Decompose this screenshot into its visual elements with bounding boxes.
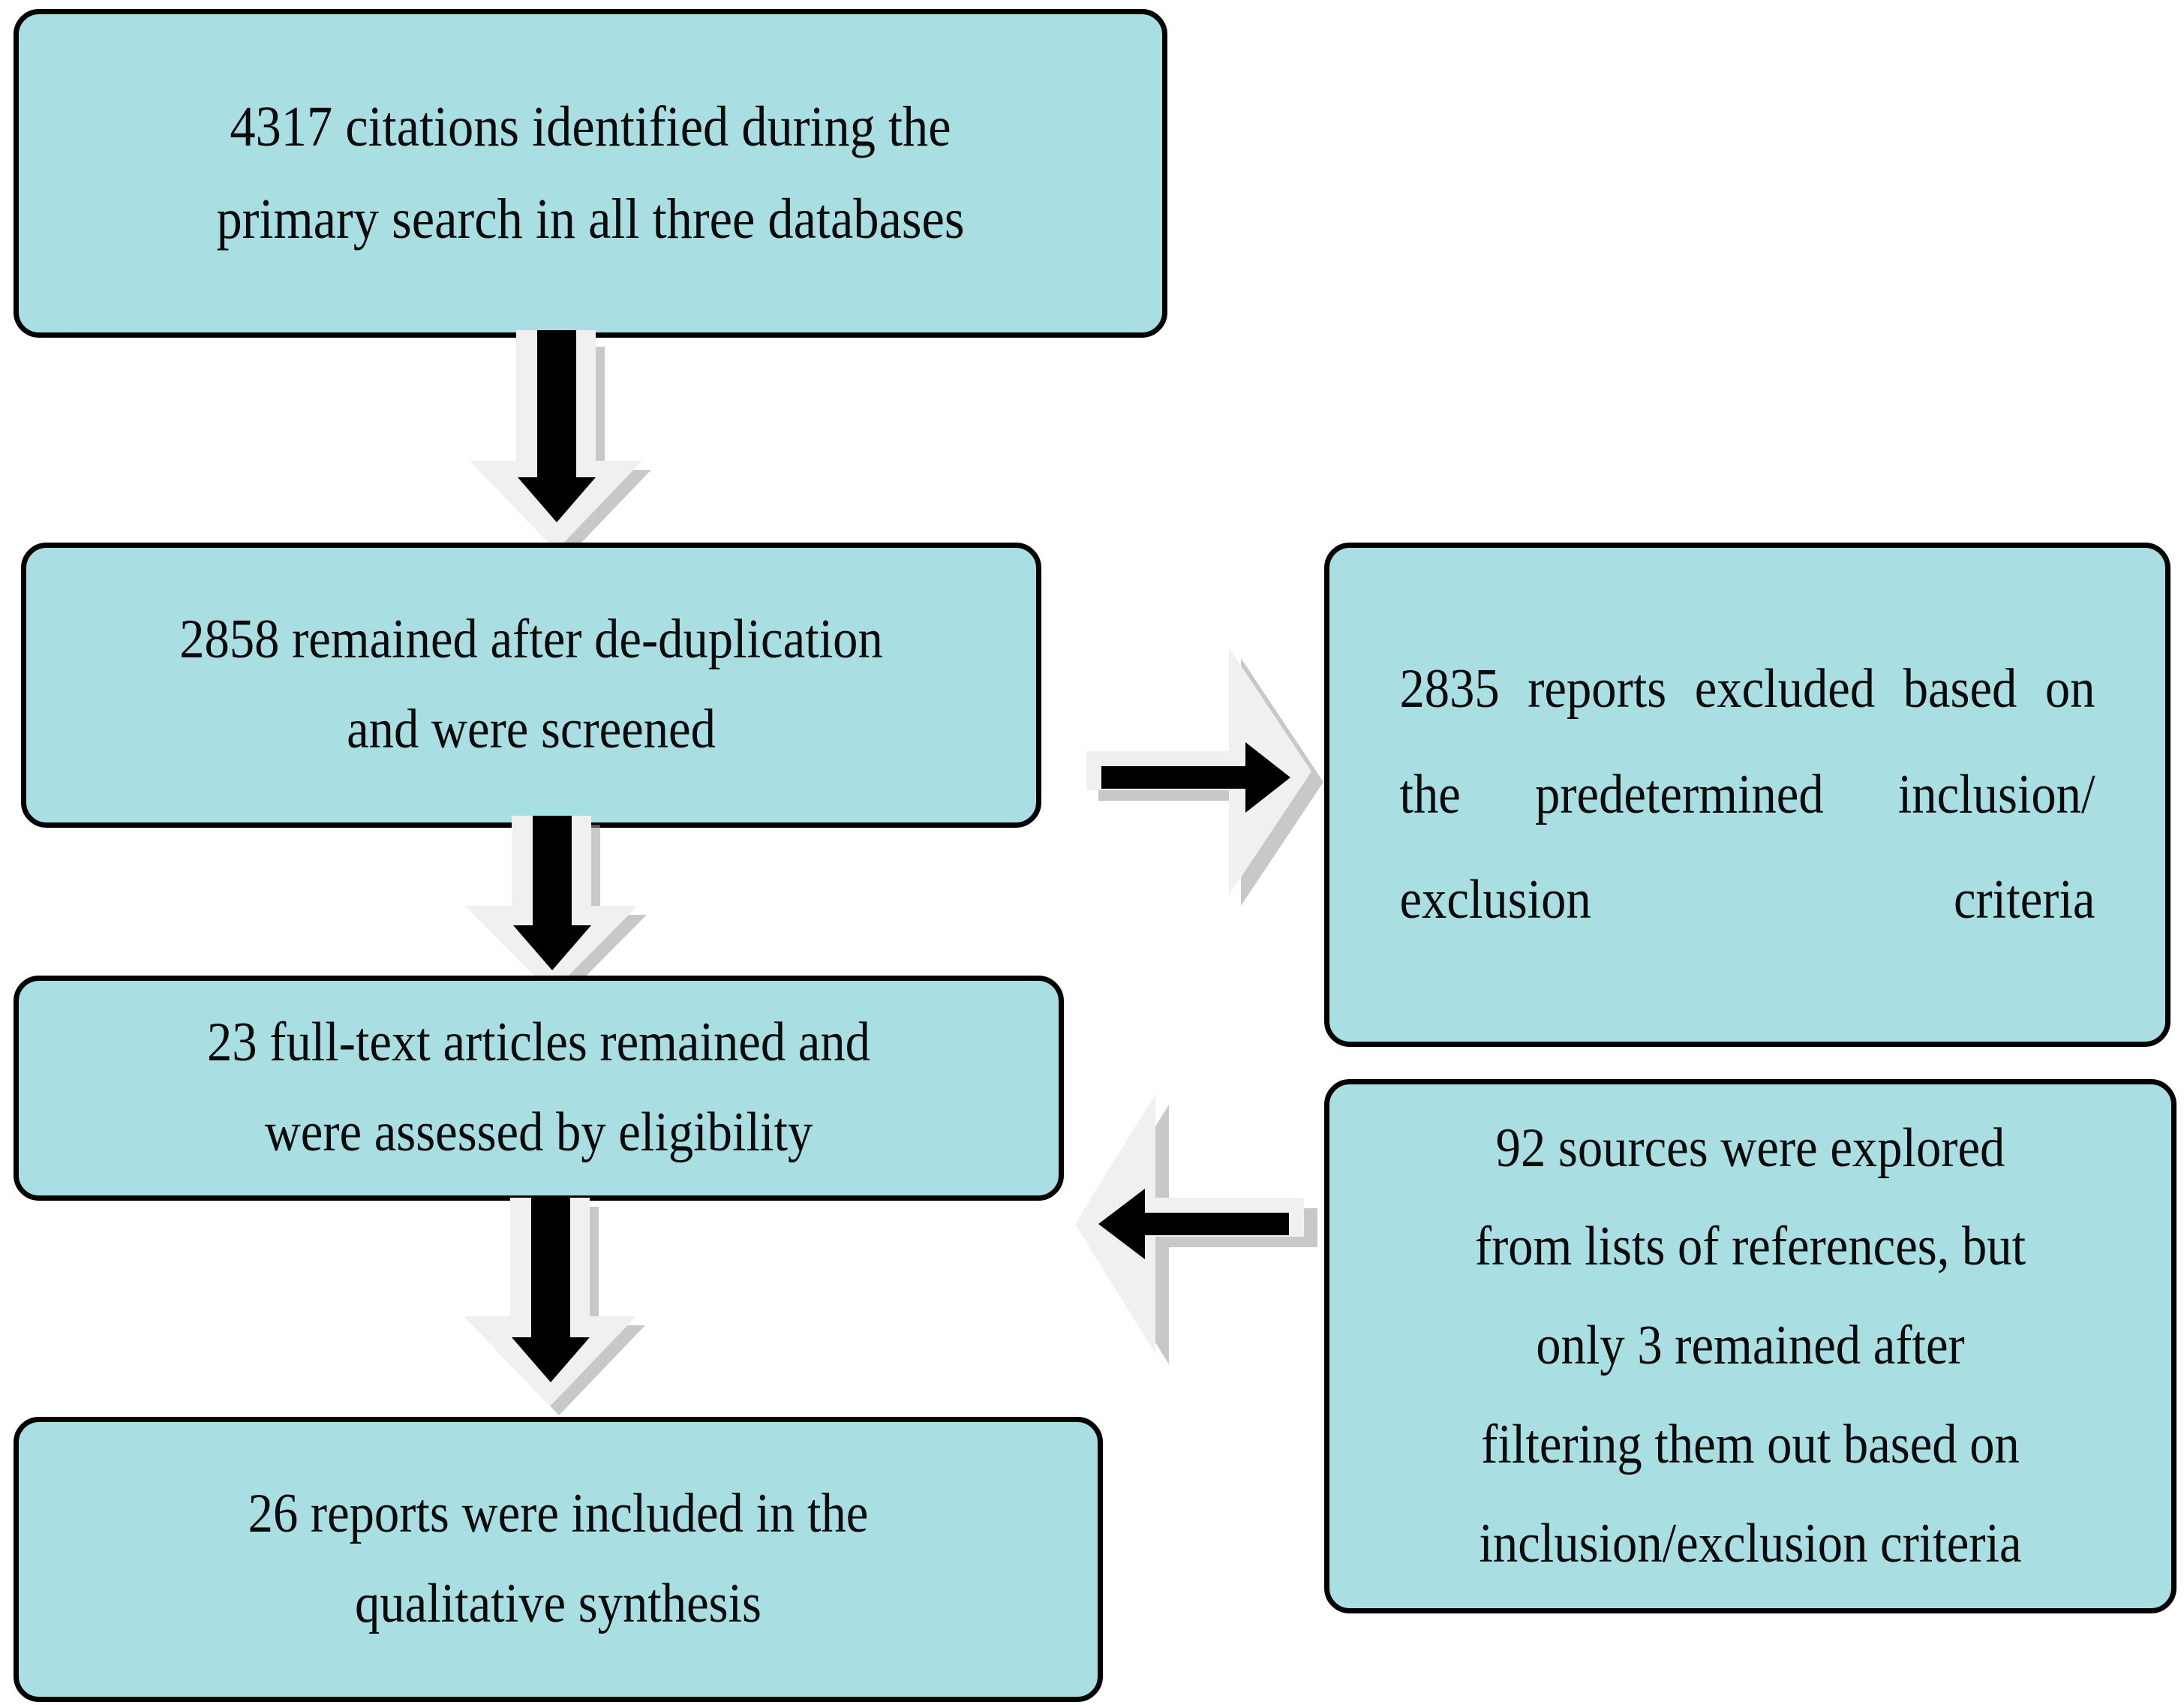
arrow-body: [512, 1198, 590, 1382]
reports-included-box: 26 reports were included in the qualitat…: [14, 1417, 1103, 1702]
arrow-dedup-to-eligibility: [405, 814, 705, 1002]
arrow-dedup-to-excluded: [1080, 634, 1365, 1009]
arrow-identification-to-dedup: [411, 324, 711, 560]
reports-excluded-box: 2835 reports excluded based on the prede…: [1324, 543, 2170, 1047]
arrow-body: [1098, 1189, 1289, 1259]
sources-explored-text: 92 sources were explored from lists of r…: [1474, 1117, 2026, 1574]
reports-excluded-text: 2835 reports excluded based on the prede…: [1399, 658, 2095, 931]
full-text-assessed-text: 23 full-text articles remained and were …: [207, 1012, 870, 1163]
sources-explored-box: 92 sources were explored from lists of r…: [1324, 1079, 2176, 1613]
arrow-eligibility-to-included: [405, 1195, 705, 1435]
arrow-body: [513, 816, 591, 970]
citations-identified-text: 4317 citations identified during the pri…: [216, 95, 965, 251]
reports-included-text: 26 reports were included in the qualitat…: [248, 1483, 869, 1634]
arrow-body: [518, 330, 596, 522]
citations-identified-box: 4317 citations identified during the pri…: [14, 9, 1167, 338]
arrow-handsearch-to-eligibility: [1065, 1081, 1365, 1471]
remained-after-dedup-text: 2858 remained after de-duplication and w…: [179, 609, 883, 760]
remained-after-dedup-box: 2858 remained after de-duplication and w…: [21, 543, 1041, 828]
full-text-assessed-box: 23 full-text articles remained and were …: [14, 976, 1064, 1201]
arrow-body: [1101, 742, 1290, 813]
